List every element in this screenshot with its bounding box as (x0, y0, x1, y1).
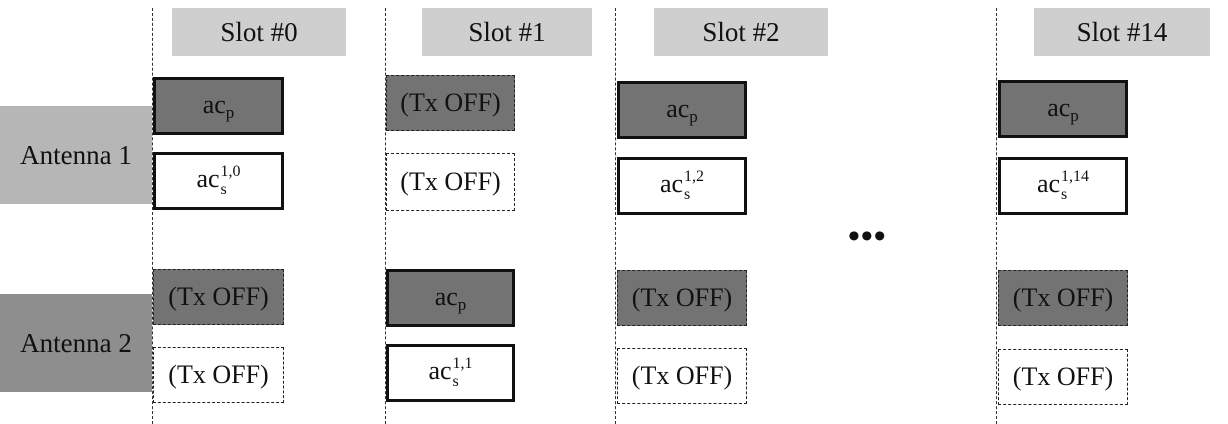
tx-off-label: (Tx OFF) (631, 283, 733, 312)
slot-1-ant1-tx-off-cell: (Tx OFF) (386, 153, 515, 211)
tx-off-label: (Tx OFF) (631, 361, 733, 390)
slot-14-ant2-tx-off-cell: (Tx OFF) (998, 349, 1128, 405)
slot-2-ant2-tx-off-cell: (Tx OFF) (617, 348, 747, 404)
slot-0-ant2-tx-off-cell: (Tx OFF) (153, 347, 284, 403)
tx-off-label: (Tx OFF) (400, 88, 501, 117)
pilot-label: acp (434, 281, 467, 314)
antenna-2-text: Antenna 2 (20, 327, 132, 358)
slot-2-ant1-pilot-cell: acp (617, 81, 747, 139)
slot-0-ant1-pilot-cell: acp (153, 77, 284, 135)
tx-off-label: (Tx OFF) (1012, 362, 1114, 391)
slot-2-header-text: Slot #2 (702, 16, 780, 47)
slot-2-ant2-tx-off-dark-cell: (Tx OFF) (617, 270, 747, 326)
antenna-1-text: Antenna 1 (20, 139, 132, 170)
slot-0-divider (152, 8, 153, 424)
slot-14-ant2-tx-off-dark-cell: (Tx OFF) (998, 270, 1128, 326)
antenna-2-label: Antenna 2 (0, 294, 152, 392)
slot-2-divider (615, 8, 616, 424)
antenna-1-label: Antenna 1 (0, 106, 152, 204)
slot-1-ant2-pilot-cell: acp (386, 269, 515, 327)
tx-off-label: (Tx OFF) (400, 167, 501, 196)
slot-0-ant2-tx-off-dark-cell: (Tx OFF) (153, 269, 284, 325)
slot-1-header-text: Slot #1 (468, 16, 546, 47)
pilot-label: acp (202, 89, 235, 122)
tx-off-label: (Tx OFF) (1012, 283, 1114, 312)
pilot-label: acp (1047, 92, 1079, 125)
slot-14-divider (996, 8, 997, 424)
slot-2-header: Slot #2 (654, 8, 828, 56)
slot-1-header: Slot #1 (422, 8, 592, 56)
ellipsis: ••• (848, 218, 887, 255)
slot-0-header: Slot #0 (172, 8, 346, 56)
tx-off-label: (Tx OFF) (168, 360, 269, 389)
tx-off-label: (Tx OFF) (168, 282, 269, 311)
slot-1-ant1-tx-off-dark-cell: (Tx OFF) (386, 75, 515, 131)
slot-0-header-text: Slot #0 (220, 16, 298, 47)
slot-14-ant1-pilot-cell: acp (998, 80, 1128, 138)
pilot-label: acp (666, 93, 698, 126)
slot-14-header-text: Slot #14 (1076, 16, 1168, 47)
slot-1-divider (385, 8, 386, 424)
slot-14-header: Slot #14 (1034, 8, 1210, 56)
